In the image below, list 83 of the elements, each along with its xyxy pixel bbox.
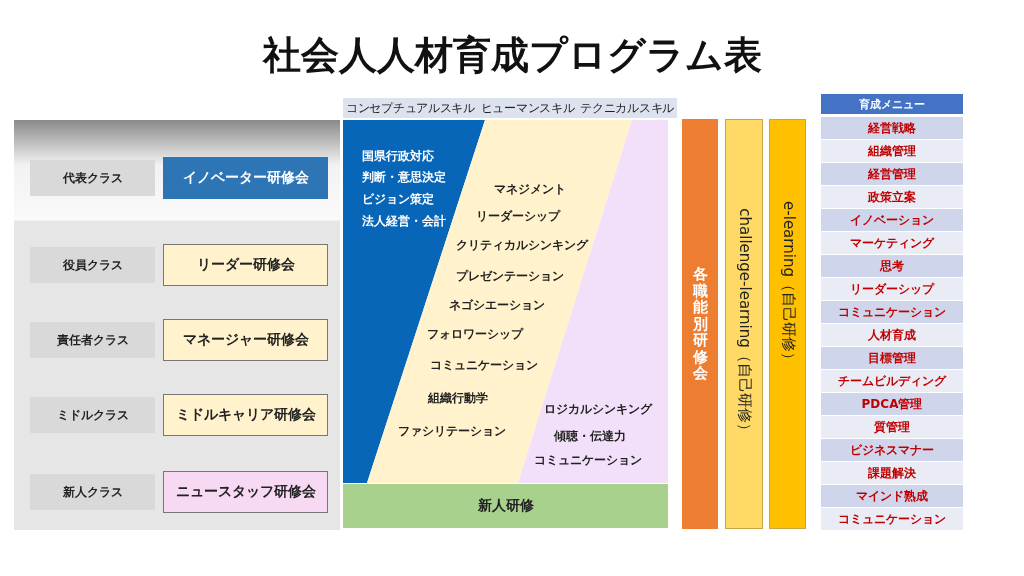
class-name: 役員クラス	[62, 256, 123, 274]
skill-item: 法人経営・会計	[362, 215, 446, 227]
skill-item: プレゼンテーション	[456, 270, 564, 282]
menu-item	[821, 186, 963, 208]
menu-item	[821, 140, 963, 162]
program-name: リーダー研修会	[196, 256, 295, 274]
menu-text: コミュニケーション	[838, 303, 946, 321]
menu-text: コミュニケーション	[838, 510, 946, 528]
skill-category: ヒューマンスキル	[480, 99, 575, 117]
program-name: マネージャー研修会	[182, 331, 309, 349]
menu-text: 課題解決	[868, 464, 916, 482]
menu-item	[821, 439, 963, 461]
skill-category: コンセプチュアルスキル	[346, 99, 475, 117]
menu-item	[821, 324, 963, 346]
menu-text: 質管理	[874, 418, 910, 436]
vertical-band	[725, 119, 763, 529]
skill-item: 国県行政対応	[362, 150, 434, 162]
title: 社会人人材育成プログラム表	[261, 32, 763, 79]
skill-item: リーダーシップ	[476, 210, 560, 222]
menu-item	[821, 163, 963, 185]
skill-item: ビジョン策定	[362, 193, 434, 205]
vertical-band	[682, 119, 718, 529]
menu-item	[821, 485, 963, 507]
skill-item: 判断・意思決定	[362, 171, 446, 183]
menu-text: マインド熟成	[856, 487, 928, 505]
menu-text: 政策立案	[868, 188, 916, 206]
menu-text: PDCA管理	[861, 395, 923, 413]
menu-text: 組織管理	[868, 142, 916, 160]
skill-item: コミュニケーション	[534, 454, 642, 466]
menu-text: ビジネスマナー	[850, 441, 934, 459]
menu-text: 経営管理	[868, 165, 916, 183]
training-bar	[343, 484, 668, 528]
program-box	[163, 157, 328, 199]
skill-item: コミュニケーション	[430, 359, 538, 371]
skill-header-bar	[343, 98, 677, 118]
class-name: 新人クラス	[62, 483, 123, 501]
menu-item	[821, 347, 963, 369]
menu-item	[821, 278, 963, 300]
menu-item	[821, 209, 963, 231]
menu-item	[821, 462, 963, 484]
menu-item	[821, 393, 963, 415]
skill-item: クリティカルシンキング	[456, 239, 588, 251]
program-box	[163, 319, 328, 361]
menu-item	[821, 232, 963, 254]
menu-text: マーケティング	[850, 234, 934, 252]
program-name: イノベーター研修会	[182, 169, 309, 187]
band-label: e-learning（自己研修）	[780, 201, 795, 367]
class-name: 責任者クラス	[56, 331, 129, 349]
menu-item	[821, 370, 963, 392]
skill-item: マネジメント	[494, 183, 566, 195]
menu-item	[821, 508, 963, 530]
menu-text: イノベーション	[850, 211, 934, 229]
class-label-box	[30, 160, 155, 196]
program-name: ミドルキャリア研修会	[175, 406, 316, 424]
program-box	[163, 244, 328, 286]
skill-item: フォロワーシップ	[427, 328, 523, 340]
skill-category: テクニカルスキル	[580, 99, 674, 117]
menu-text: 思考	[880, 257, 904, 275]
skill-item: ネゴシエーション	[449, 299, 545, 311]
menu-text: チームビルディング	[838, 372, 946, 390]
menu-item	[821, 255, 963, 277]
vertical-band	[769, 119, 806, 529]
menu-text: 目標管理	[868, 349, 916, 367]
menu-item	[821, 117, 963, 139]
program-name: ニュースタッフ研修会	[175, 483, 316, 501]
skill-item: ロジカルシンキング	[544, 403, 652, 415]
band-label: 各職能別研修会	[692, 266, 708, 382]
menu-text: リーダーシップ	[850, 280, 934, 298]
skill-item: 傾聴・伝達力	[554, 430, 626, 442]
menu-item	[821, 301, 963, 323]
skill-item: ファシリテーション	[398, 425, 506, 437]
training-name: 新人研修	[477, 497, 534, 515]
skill-item: 組織行動学	[428, 392, 488, 404]
menu-title: 育成メニュー	[859, 96, 925, 112]
program-box	[163, 394, 328, 436]
menu-text: 人材育成	[868, 326, 916, 344]
menu-item	[821, 416, 963, 438]
program-box	[163, 471, 328, 513]
band-label: challenge-learning（自己研修）	[736, 208, 752, 438]
class-name: 代表クラス	[62, 169, 123, 187]
menu-header	[821, 94, 963, 114]
class-name: ミドルクラス	[56, 406, 129, 424]
menu-text: 経営戦略	[868, 119, 916, 137]
